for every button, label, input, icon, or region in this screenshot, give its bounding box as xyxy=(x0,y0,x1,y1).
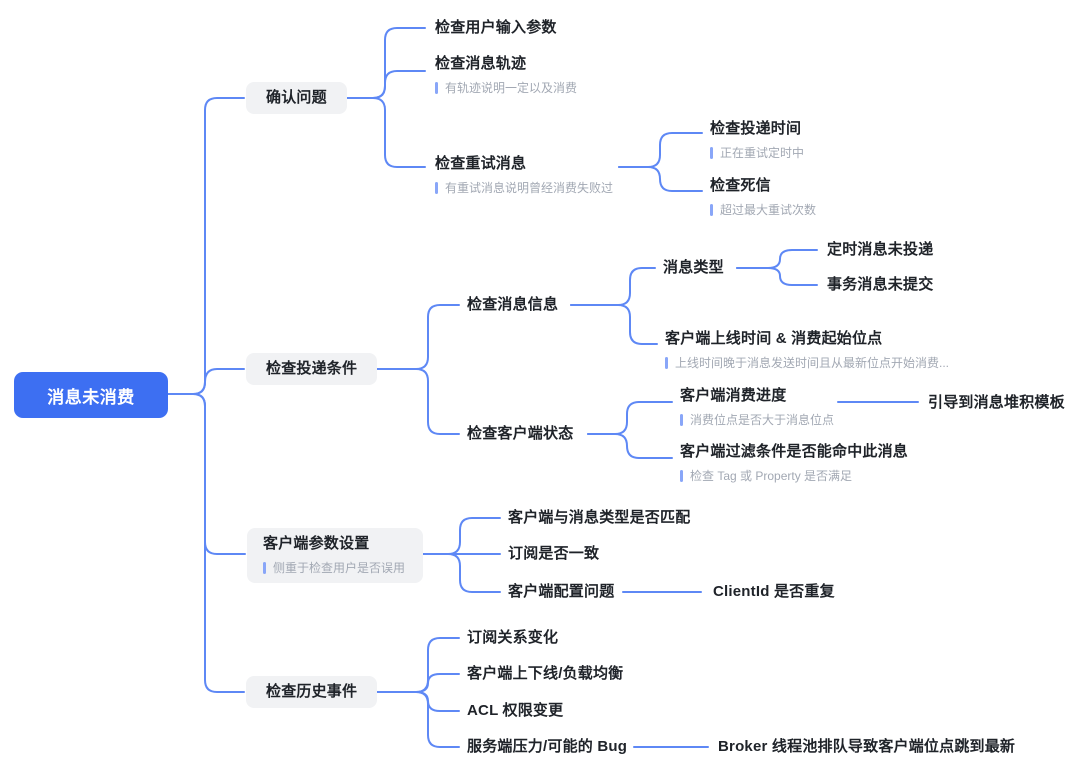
node-check-delivery-time[interactable]: 检查投递时间 正在重试定时中 xyxy=(710,120,805,161)
note-accent-bar xyxy=(665,357,668,369)
branch-label: 客户端参数设置 xyxy=(263,535,370,552)
edge-confirm-message-trace xyxy=(345,70,426,99)
edge-root-delivery-conditions xyxy=(166,368,245,395)
edge-status-filter-condition xyxy=(587,433,673,459)
node-message-type[interactable]: 消息类型 xyxy=(663,259,724,276)
node-confirm-problem[interactable]: 确认问题 xyxy=(246,82,347,114)
edge-info-online-time xyxy=(570,304,658,345)
branch-label: 检查历史事件 xyxy=(266,683,358,700)
node-note: 有轨迹说明一定以及消费 xyxy=(435,80,577,96)
node-subscription-change[interactable]: 订阅关系变化 xyxy=(467,629,559,646)
node-client-filter-condition[interactable]: 客户端过滤条件是否能命中此消息 检查 Tag 或 Property 是否满足 xyxy=(680,443,909,484)
edge-history-subscription-change xyxy=(372,637,460,693)
edge-confirm-retry-messages xyxy=(345,97,426,168)
branch-label: 检查投递条件 xyxy=(266,360,358,377)
node-client-online-time-start-offset[interactable]: 客户端上线时间 & 消费起始位点 上线时间晚于消息发送时间且从最新位点开始消费.… xyxy=(665,330,950,371)
edge-history-acl xyxy=(372,691,460,712)
note-accent-bar xyxy=(680,470,683,482)
note-accent-bar xyxy=(680,414,683,426)
edge-status-consume-progress xyxy=(587,401,673,435)
node-timed-message-not-delivered[interactable]: 定时消息未投递 xyxy=(827,241,934,258)
note-text: 上线时间晚于消息发送时间且从最新位点开始消费... xyxy=(675,356,950,370)
node-subscription-consistency[interactable]: 订阅是否一致 xyxy=(508,545,600,562)
node-transaction-message-not-committed[interactable]: 事务消息未提交 xyxy=(827,276,934,293)
node-check-message-trace[interactable]: 检查消息轨迹 有轨迹说明一定以及消费 xyxy=(435,55,578,96)
edge-delivery-client-status xyxy=(372,368,460,435)
node-client-config-issue[interactable]: 客户端配置问题 xyxy=(508,583,615,600)
note-text: 有轨迹说明一定以及消费 xyxy=(445,81,578,95)
branch-label: 确认问题 xyxy=(266,89,327,106)
node-note: 检查 Tag 或 Property 是否满足 xyxy=(680,468,908,484)
note-accent-bar xyxy=(435,82,438,94)
note-text: 消费位点是否大于消息位点 xyxy=(690,413,835,427)
node-check-dead-letter[interactable]: 检查死信 超过最大重试次数 xyxy=(710,177,817,218)
node-client-online-offline-rebalance[interactable]: 客户端上下线/负载均衡 xyxy=(467,665,624,682)
node-note: 侧重于检查用户是否误用 xyxy=(263,560,405,576)
edge-retry-dead-letter xyxy=(618,166,703,192)
note-text: 有重试消息说明曾经消费失败过 xyxy=(445,181,614,195)
node-root-message-not-consumed[interactable]: 消息未消费 xyxy=(14,372,168,418)
node-note: 消费位点是否大于消息位点 xyxy=(680,412,834,428)
node-check-user-input-params[interactable]: 检查用户输入参数 xyxy=(435,19,557,36)
edge-type-timed xyxy=(736,249,818,269)
node-client-consume-progress[interactable]: 客户端消费进度 消费位点是否大于消息位点 xyxy=(680,387,835,428)
note-accent-bar xyxy=(710,204,713,216)
node-acl-permission-change[interactable]: ACL 权限变更 xyxy=(467,702,564,719)
note-text: 正在重试定时中 xyxy=(720,146,805,160)
node-check-client-status[interactable]: 检查客户端状态 xyxy=(467,425,574,442)
edge-root-confirm-problem xyxy=(166,97,245,395)
edge-delivery-message-info xyxy=(372,304,460,370)
edge-params-type-match xyxy=(416,517,501,555)
node-note: 上线时间晚于消息发送时间且从最新位点开始消费... xyxy=(665,355,949,371)
node-check-delivery-conditions[interactable]: 检查投递条件 xyxy=(246,353,378,385)
node-client-parameter-settings[interactable]: 客户端参数设置 侧重于检查用户是否误用 xyxy=(247,528,424,583)
node-note: 超过最大重试次数 xyxy=(710,202,816,218)
node-note: 有重试消息说明曾经消费失败过 xyxy=(435,180,613,196)
node-server-pressure-bug[interactable]: 服务端压力/可能的 Bug xyxy=(467,738,628,755)
edge-params-config-issue xyxy=(416,553,501,593)
note-accent-bar xyxy=(710,147,713,159)
node-client-type-match[interactable]: 客户端与消息类型是否匹配 xyxy=(508,509,691,526)
node-guide-to-backlog-template[interactable]: 引导到消息堆积模板 xyxy=(928,394,1065,411)
node-check-retry-messages[interactable]: 检查重试消息 有重试消息说明曾经消费失败过 xyxy=(435,155,614,196)
edge-retry-delivery-time xyxy=(618,132,703,168)
note-text: 超过最大重试次数 xyxy=(720,203,817,217)
node-clientid-duplicate[interactable]: ClientId 是否重复 xyxy=(713,583,835,600)
note-text: 检查 Tag 或 Property 是否满足 xyxy=(690,469,853,483)
edge-root-history-events xyxy=(166,393,245,693)
edge-info-message-type xyxy=(570,267,656,306)
root-node-label: 消息未消费 xyxy=(47,387,135,407)
note-accent-bar xyxy=(263,562,266,574)
node-broker-threadpool-queue[interactable]: Broker 线程池排队导致客户端位点跳到最新 xyxy=(718,738,1016,755)
note-accent-bar xyxy=(435,182,438,194)
edge-history-server-pressure xyxy=(372,691,460,748)
node-check-history-events[interactable]: 检查历史事件 xyxy=(246,676,378,708)
node-check-message-info[interactable]: 检查消息信息 xyxy=(467,296,559,313)
node-note: 正在重试定时中 xyxy=(710,145,804,161)
edge-history-online-offline xyxy=(372,673,460,693)
edge-type-transaction xyxy=(736,267,818,286)
note-text: 侧重于检查用户是否误用 xyxy=(273,561,406,575)
